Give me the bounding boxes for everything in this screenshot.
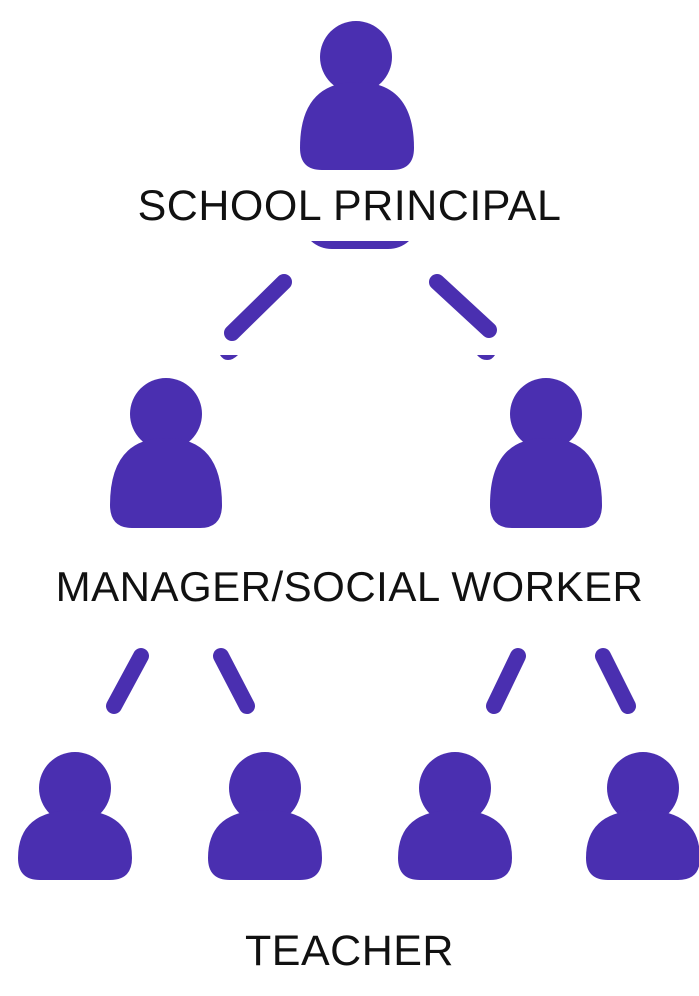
teacher-1-person-icon: [18, 752, 132, 880]
school-principal-label: SCHOOL PRINCIPAL: [137, 182, 562, 230]
manager-social-worker-label: MANAGER/SOCIAL WORKER: [55, 563, 644, 610]
manager-left-person-icon: [110, 378, 222, 528]
principal-person-icon: [300, 21, 414, 170]
connector-line: [213, 648, 255, 714]
connector-line: [106, 648, 149, 714]
connector-line: [486, 648, 526, 714]
teacher-3-person-icon: [398, 752, 512, 880]
connector-line: [224, 274, 292, 341]
connector-left-mark: [220, 355, 238, 360]
connector-right-mark: [477, 355, 495, 360]
teacher-4-person-icon: [586, 752, 699, 880]
connector-top-mark: [311, 241, 409, 249]
teacher-label: TEACHER: [245, 927, 454, 975]
connector-line: [429, 274, 497, 338]
teacher-2-person-icon: [208, 752, 322, 880]
manager-right-person-icon: [490, 378, 602, 528]
connector-line: [595, 648, 636, 714]
